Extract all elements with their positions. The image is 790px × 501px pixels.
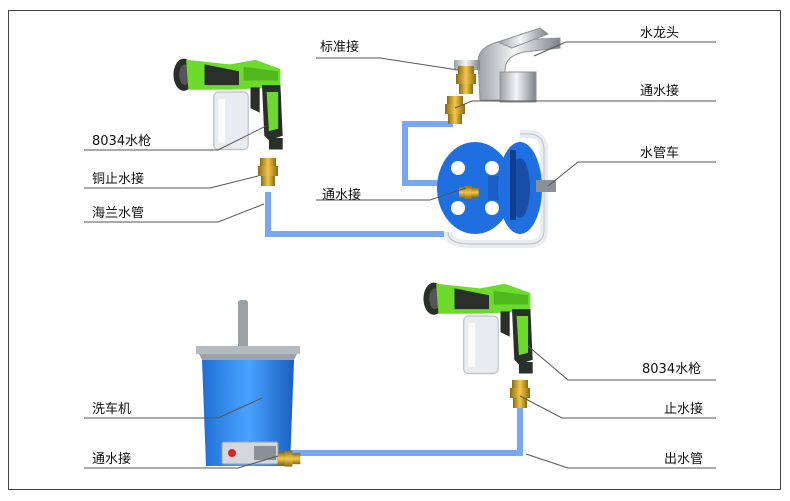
outlet-hose-line: [290, 408, 523, 456]
stop-connector-icon: [510, 380, 530, 408]
label-outlet-hose: 出水管: [664, 452, 704, 467]
copper-stop-connector-icon: [258, 158, 278, 186]
standard-connector-icon: [456, 66, 476, 94]
washer-connector-icon: [278, 450, 301, 467]
washer-icon: [196, 300, 300, 466]
label-washer-connector: 通水接: [92, 452, 132, 467]
label-stop-connector: 止水接: [664, 402, 704, 417]
label-copper-stop-connector: 铜止水接: [92, 172, 145, 187]
reel-connector-icon: [459, 185, 479, 200]
label-standard-connector: 标准接: [320, 40, 360, 55]
label-hailan-hose: 海兰水管: [92, 206, 145, 221]
label-faucet: 水龙头: [640, 26, 680, 41]
hailan-hose-line: [265, 192, 444, 237]
diagram-frame: [8, 10, 781, 490]
hose-lines: [265, 121, 523, 456]
label-gun-bottom: 8034水枪: [642, 362, 702, 377]
leader-lines: [84, 41, 716, 469]
label-reel-connector: 通水接: [322, 188, 362, 203]
label-water-connector-right: 通水接: [640, 84, 680, 99]
right-water-connector-icon: [445, 96, 465, 124]
label-washer: 洗车机: [92, 402, 132, 417]
top-gun-icon: [172, 58, 284, 151]
bottom-gun-icon: [422, 282, 534, 375]
label-gun-top: 8034水枪: [92, 134, 152, 149]
faucet-icon: [454, 27, 561, 103]
reel-supply-line: [402, 121, 463, 186]
label-hose-reel: 水管车: [640, 146, 680, 161]
hose-reel-icon: [437, 130, 556, 248]
